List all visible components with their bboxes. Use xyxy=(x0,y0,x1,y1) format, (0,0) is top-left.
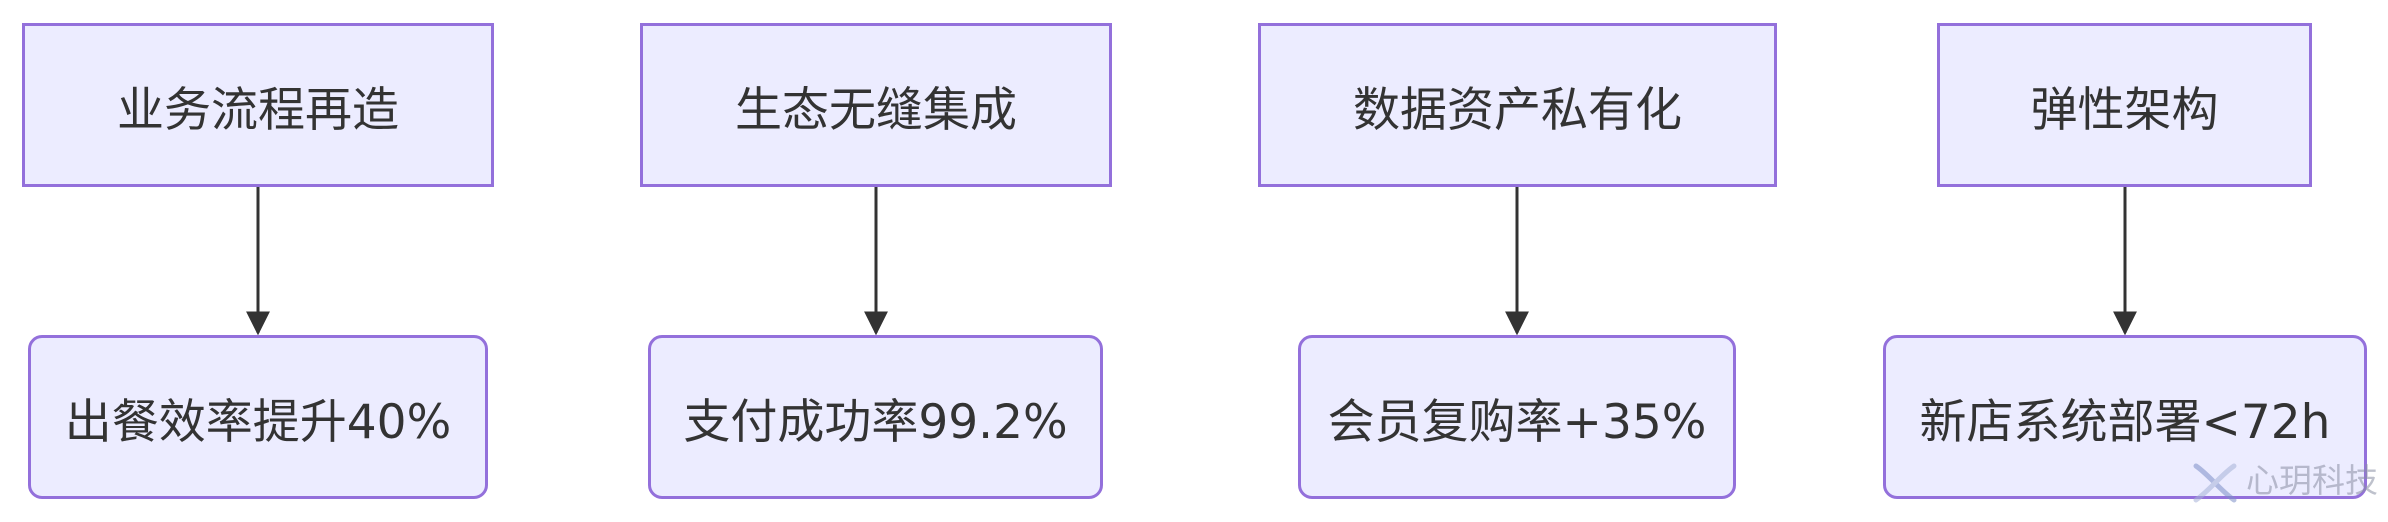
node-label: 支付成功率99.2% xyxy=(683,394,1068,450)
node-label: 出餐效率提升40% xyxy=(64,394,452,450)
x-logo-icon xyxy=(2193,463,2237,503)
node-member-repurchase: 会员复购率+35% xyxy=(1298,335,1736,499)
watermark-brand: 心玥科技 xyxy=(2246,461,2378,500)
watermark: 心玥科技 xyxy=(2188,452,2388,522)
node-label: 新店系统部署<72h xyxy=(1919,394,2331,450)
node-payment-success: 支付成功率99.2% xyxy=(648,335,1103,499)
node-label: 生态无缝集成 xyxy=(735,82,1017,138)
node-label: 业务流程再造 xyxy=(117,82,399,138)
node-label: 数据资产私有化 xyxy=(1353,82,1682,138)
node-elastic-architecture: 弹性架构 xyxy=(1937,23,2312,187)
node-label: 会员复购率+35% xyxy=(1327,394,1707,450)
node-process-reengineering: 业务流程再造 xyxy=(22,23,494,187)
node-label: 弹性架构 xyxy=(2030,82,2219,138)
node-meal-efficiency: 出餐效率提升40% xyxy=(28,335,488,499)
node-store-deployment: 新店系统部署<72h xyxy=(1883,335,2367,499)
node-data-privatization: 数据资产私有化 xyxy=(1258,23,1777,187)
node-ecosystem-integration: 生态无缝集成 xyxy=(640,23,1112,187)
